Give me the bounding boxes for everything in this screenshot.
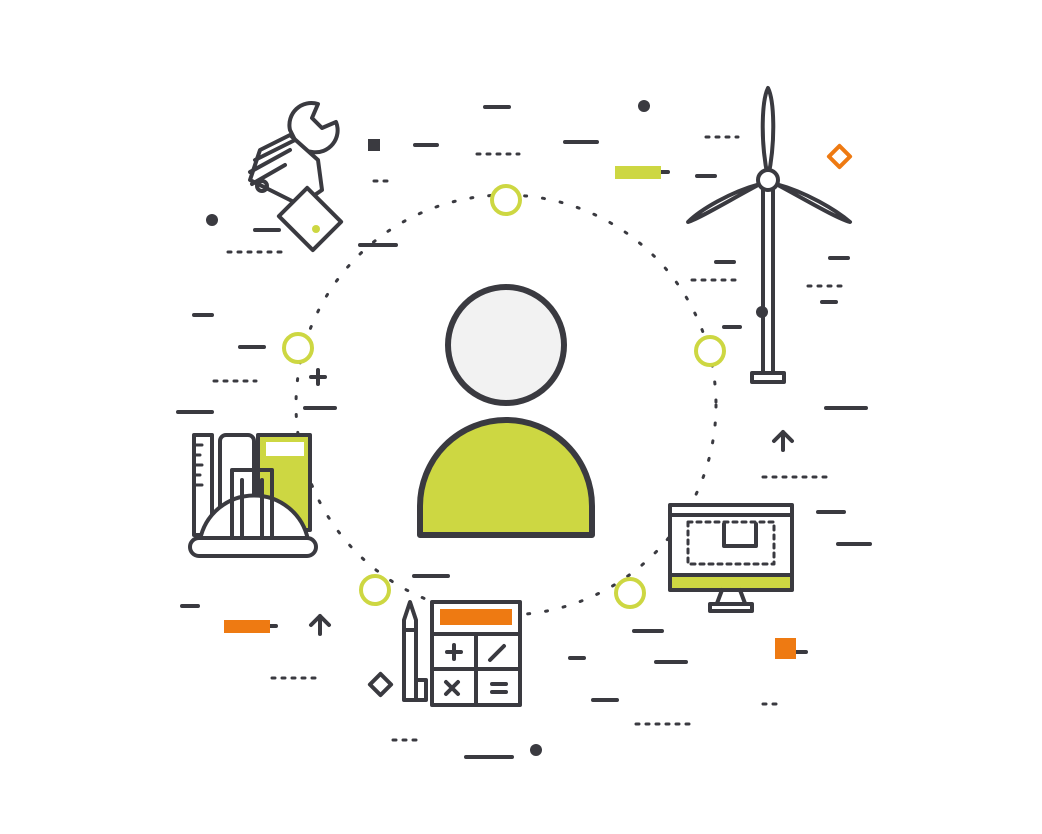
diamond-icon bbox=[367, 671, 394, 698]
monitor-blueprint-icon bbox=[668, 503, 794, 613]
decorative-dots bbox=[206, 100, 768, 756]
wind-turbine-icon bbox=[686, 86, 852, 384]
hard-hat-blueprint-icon bbox=[188, 433, 318, 558]
arrow-up-icon bbox=[309, 614, 331, 636]
calculator-pencil-icon bbox=[402, 600, 522, 707]
orbit-rings bbox=[282, 184, 726, 609]
wrench-hand-icon bbox=[248, 101, 344, 253]
plus-icon bbox=[309, 368, 327, 386]
decorative-dotted-lines bbox=[212, 135, 844, 742]
arrow-up-icon bbox=[772, 430, 794, 452]
accent-shapes bbox=[224, 166, 796, 659]
person-icon bbox=[417, 284, 595, 538]
diamond-icon bbox=[826, 143, 853, 170]
